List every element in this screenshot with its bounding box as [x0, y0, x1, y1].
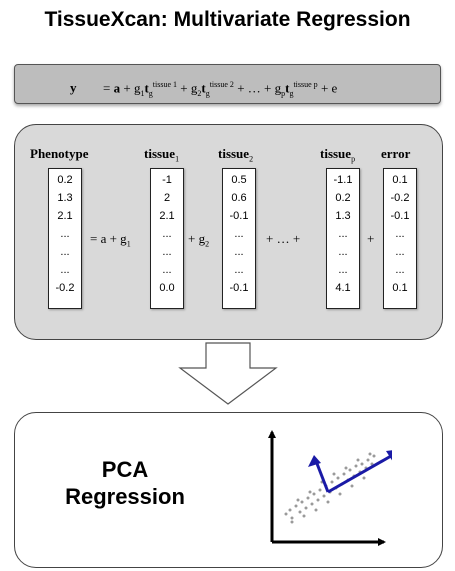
- tissuep-value: ...: [338, 228, 348, 240]
- scatter-point: [302, 514, 306, 518]
- scatter-point: [338, 492, 342, 496]
- scatter-point: [326, 500, 330, 504]
- scatter-point: [316, 498, 320, 502]
- pca-label-line2: Regression: [65, 484, 185, 509]
- error-value: -0.1: [390, 210, 410, 222]
- phenotype-value: ...: [60, 228, 70, 240]
- scatter-point: [298, 510, 302, 514]
- tissue1-header: tissue1: [144, 146, 180, 164]
- phenotype-value: 0.2: [57, 174, 73, 186]
- equation-y: y: [70, 80, 77, 95]
- scatter-point: [308, 490, 312, 494]
- regression-equation-bar: y = a + g1tgtissue 1 + g2tgtissue 2 + … …: [14, 64, 441, 104]
- error-value: ...: [395, 246, 405, 258]
- tissue1-value: ...: [162, 246, 172, 258]
- scatter-point: [296, 498, 300, 502]
- tissue2-value: 0.5: [231, 174, 247, 186]
- op-plus-g2: + g2: [188, 231, 210, 249]
- op-plus-dots: + … +: [266, 231, 301, 246]
- scatter-point: [330, 480, 334, 484]
- tissuep-value: 1.3: [335, 210, 351, 222]
- phenotype-value: 1.3: [57, 192, 73, 204]
- tissuep-vector: -1.1 0.2 1.3......... 4.1: [326, 168, 360, 309]
- scatter-point: [288, 508, 292, 512]
- scatter-point: [322, 494, 326, 498]
- error-value: 0.1: [392, 174, 408, 186]
- phenotype-value: ...: [60, 264, 70, 276]
- tissuep-value: 4.1: [335, 282, 351, 294]
- op-equals-a-g1: = a + g1: [90, 231, 131, 249]
- scatter-point: [290, 516, 294, 520]
- scatter-point: [312, 492, 316, 496]
- tissue1-vector: -1 2 2.1......... 0.0: [150, 168, 184, 309]
- scatter-point: [368, 452, 372, 456]
- scatter-point: [300, 500, 304, 504]
- scatter-point: [306, 496, 310, 500]
- diagram-title: TissueXcan: Multivariate Regression: [44, 8, 411, 31]
- error-value: ...: [395, 264, 405, 276]
- tissue1-value: 2: [163, 192, 171, 204]
- tissue2-value: ...: [234, 246, 244, 258]
- error-vector: 0.1 -0.2 -0.1......... 0.1: [383, 168, 417, 309]
- tissue2-value: 0.6: [231, 192, 247, 204]
- scatter-point: [348, 468, 352, 472]
- tissue2-value: -0.1: [229, 210, 249, 222]
- tissuep-header: tissuep: [320, 146, 356, 164]
- phenotype-value: ...: [60, 246, 70, 258]
- scatter-point: [350, 484, 354, 488]
- tissue1-value: ...: [162, 228, 172, 240]
- pca-arrows: [308, 450, 392, 494]
- scatter-point: [372, 454, 376, 458]
- error-header: error: [381, 146, 411, 161]
- scatter-point: [344, 466, 348, 470]
- pca-label-line1: PCA: [101, 457, 149, 482]
- scatter-point: [360, 462, 364, 466]
- scatter-point: [310, 502, 314, 506]
- tissuep-value: -1.1: [333, 174, 353, 186]
- scatter-points: [284, 452, 376, 524]
- phenotype-value: -0.2: [55, 282, 75, 294]
- down-arrow-icon: [178, 342, 278, 405]
- tissue2-value: ...: [234, 264, 244, 276]
- phenotype-header: Phenotype: [30, 146, 89, 161]
- scatter-point: [366, 458, 370, 462]
- pca-regression-label: PCA Regression: [60, 456, 190, 510]
- phenotype-vector: 0.2 1.3 2.1......... -0.2: [48, 168, 82, 309]
- pca-scatter-plot: [268, 430, 392, 546]
- equation-rhs: = a + g1tgtissue 1 + g2tgtissue 2 + … + …: [103, 80, 338, 98]
- scatter-point: [356, 458, 360, 462]
- tissue2-value: -0.1: [229, 282, 249, 294]
- tissuep-value: ...: [338, 246, 348, 258]
- tissuep-value: 0.2: [335, 192, 351, 204]
- error-value: 0.1: [392, 282, 408, 294]
- op-plus-error: +: [367, 231, 375, 246]
- scatter-point: [336, 476, 340, 480]
- error-value: ...: [395, 228, 405, 240]
- scatter-point: [314, 508, 318, 512]
- tissue1-value: ...: [162, 264, 172, 276]
- scatter-point: [290, 520, 294, 524]
- scatter-point: [362, 476, 366, 480]
- scatter-point: [354, 464, 358, 468]
- error-value: -0.2: [390, 192, 410, 204]
- scatter-point: [294, 504, 298, 508]
- tissue2-value: ...: [234, 228, 244, 240]
- scatter-point: [342, 472, 346, 476]
- scatter-point: [304, 506, 308, 510]
- tissue2-vector: 0.5 0.6 -0.1......... -0.1: [222, 168, 256, 309]
- tissue1-value: 0.0: [159, 282, 175, 294]
- tissue1-value: -1: [162, 174, 172, 186]
- tissuep-value: ...: [338, 264, 348, 276]
- tissue2-header: tissue2: [218, 146, 254, 164]
- tissue1-value: 2.1: [159, 210, 175, 222]
- scatter-point: [284, 512, 288, 516]
- scatter-point: [332, 472, 336, 476]
- phenotype-value: 2.1: [57, 210, 73, 222]
- scatter-point: [318, 488, 322, 492]
